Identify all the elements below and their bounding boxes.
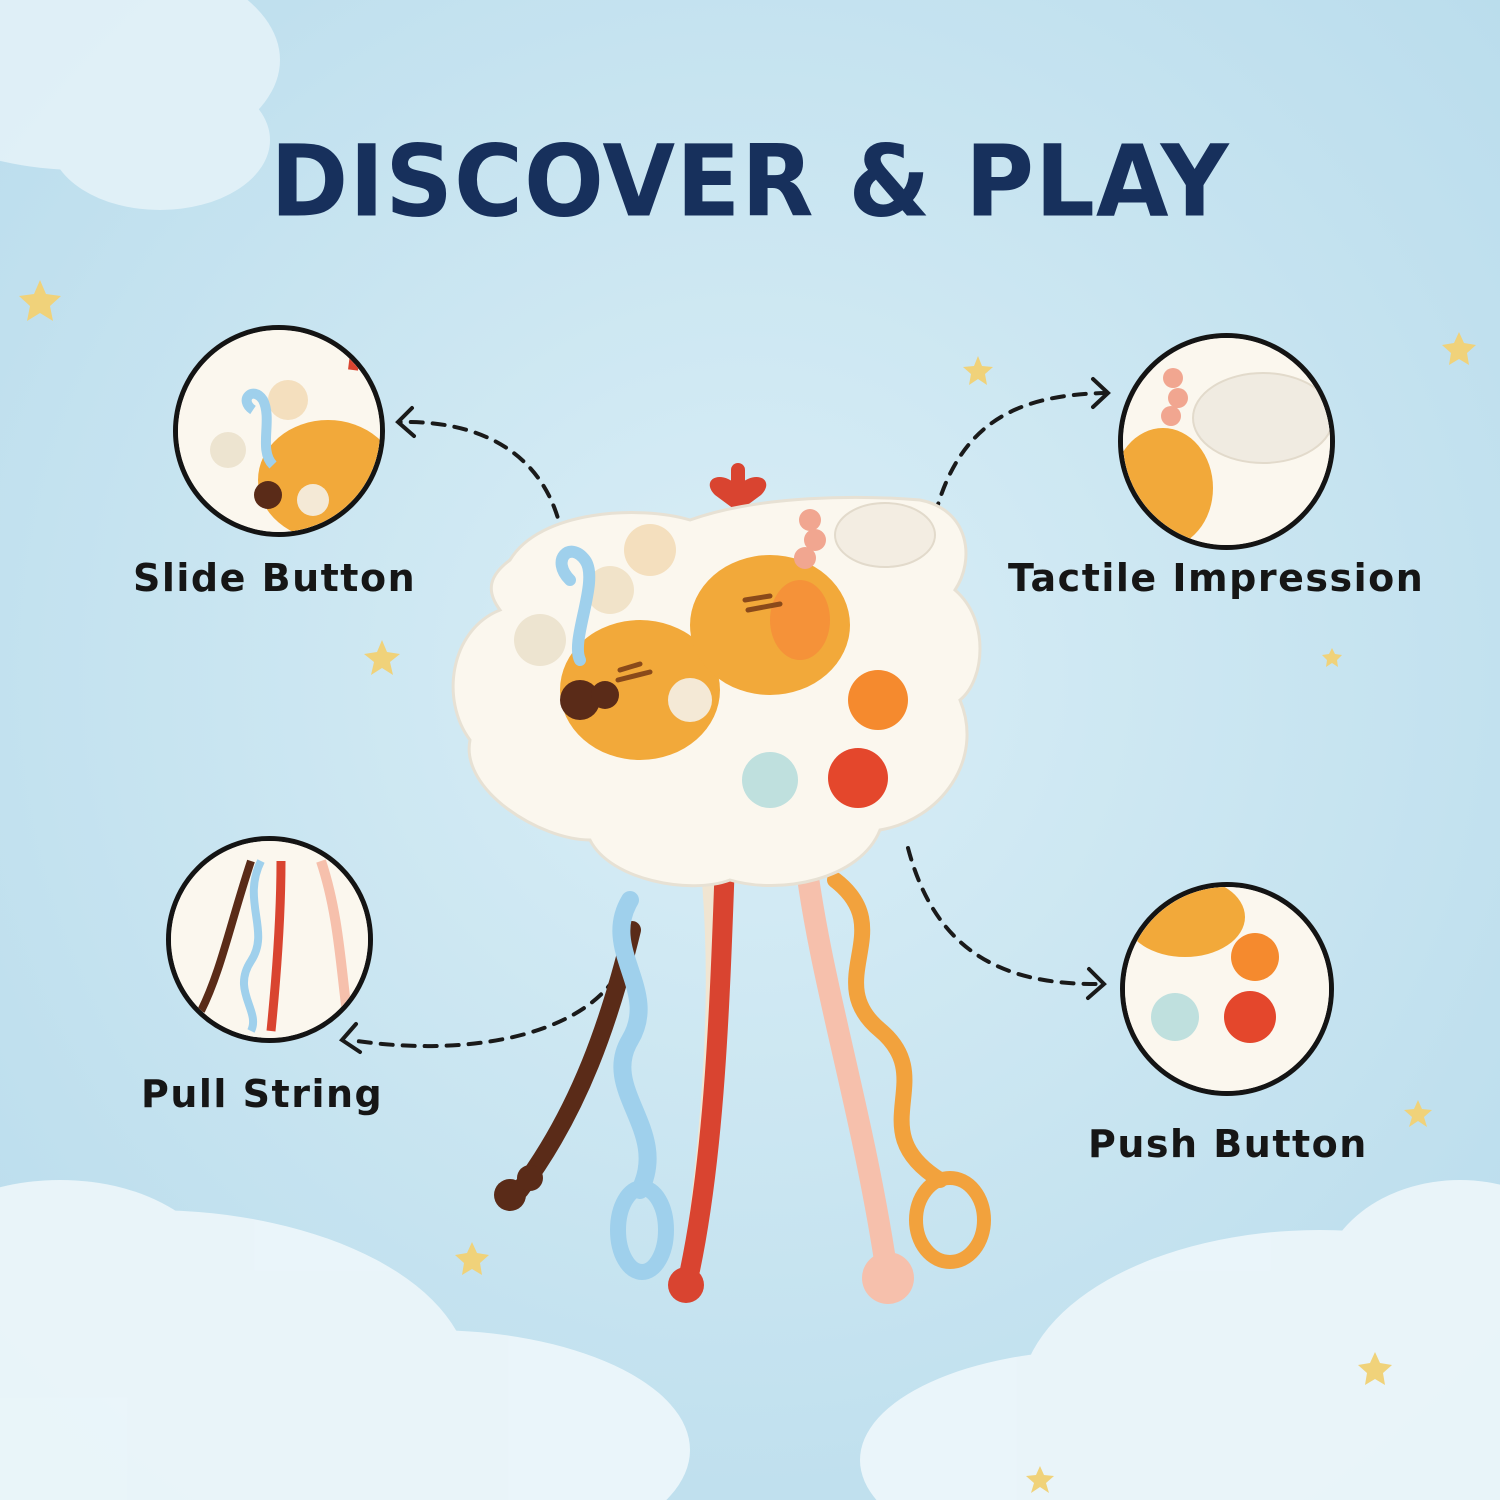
arrow-push-button [906,846,1102,987]
slide-button-closeup-icon [173,325,385,537]
arrow-tactile [933,391,1107,517]
star-icons [19,280,1476,1493]
push-button-closeup-icon [1120,882,1334,1096]
feature-label-push-button: Push Button [1088,1122,1368,1166]
pull-string-closeup-icon [166,836,373,1043]
page-title: DISCOVER & PLAY [270,125,1230,240]
feature-label-slide-button: Slide Button [133,556,417,600]
cloud-bottom-right [860,1180,1500,1500]
feature-label-tactile-impression: Tactile Impression [1008,556,1425,600]
sensory-toy-illustration [451,463,991,1304]
tactile-pad-closeup-icon [1118,333,1335,550]
cloud-top-left [0,0,280,210]
cloud-bottom-left [0,1180,690,1500]
feature-label-pull-string: Pull String [141,1072,384,1116]
